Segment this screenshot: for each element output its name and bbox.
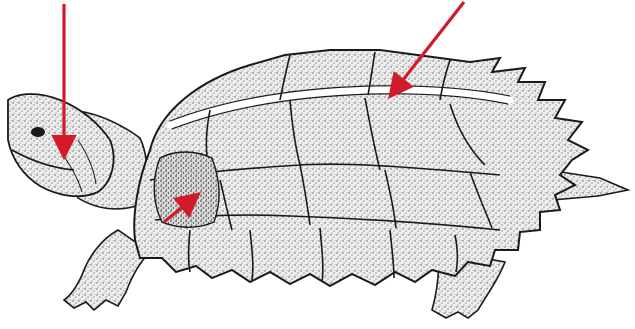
carapace-vertebral-scute bbox=[154, 152, 219, 227]
turtle-head bbox=[8, 94, 114, 196]
turtle-eye bbox=[31, 127, 45, 137]
